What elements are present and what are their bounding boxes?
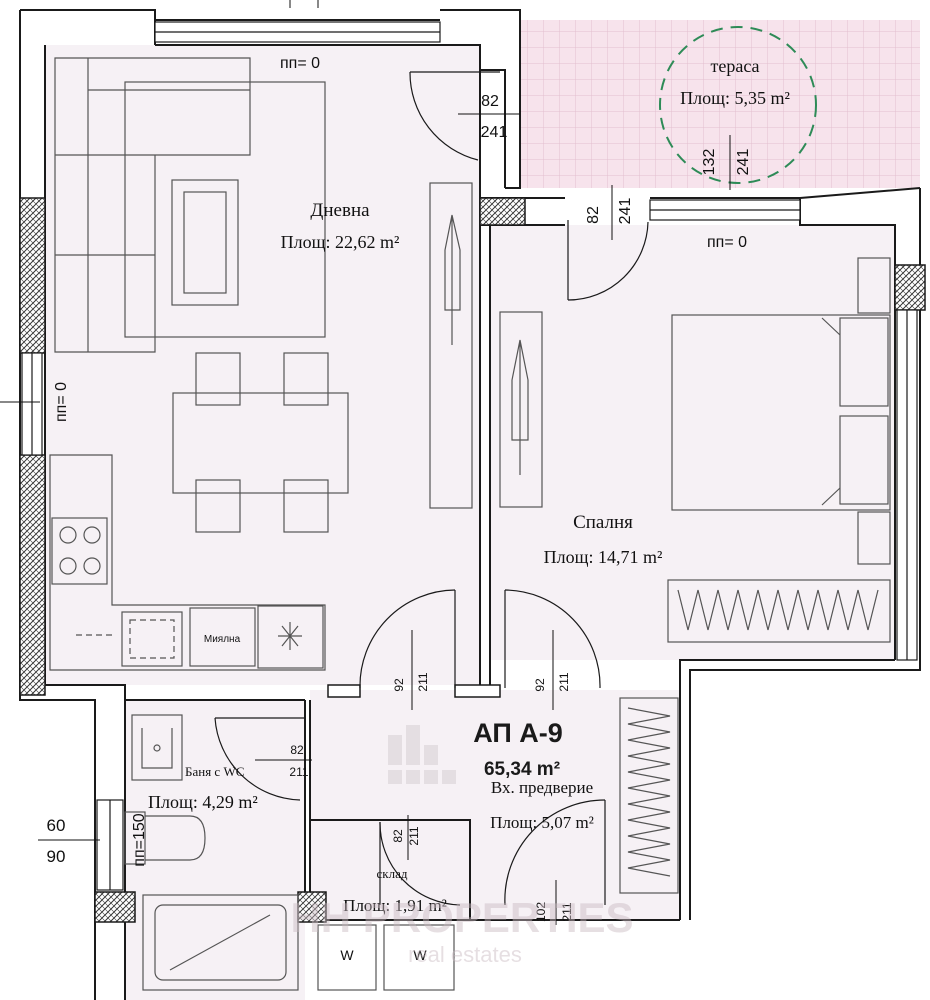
sill-bedroom: пп= 0	[707, 234, 747, 251]
sill-bath: пп=150	[131, 813, 148, 866]
fixture-labels: Миялна W W	[204, 634, 428, 963]
living-room-floor	[45, 45, 480, 685]
bath-window-w: 60	[47, 816, 66, 835]
terrace-name: тераса	[710, 56, 759, 76]
wall-living-bedroom	[479, 225, 491, 685]
door-hall-living-h: 211	[416, 672, 430, 691]
hall-wardrobe	[619, 697, 679, 894]
oven	[121, 611, 183, 667]
chair-2	[283, 352, 329, 406]
wall-storage	[310, 819, 471, 920]
wardrobe-bottom	[667, 579, 891, 643]
terrace-area: Площ: 5,35 m²	[680, 88, 790, 108]
door-bath-h: 211	[289, 765, 308, 779]
door-entry-h: 211	[560, 902, 574, 921]
watermark-brand: HH PROPERTIES	[290, 894, 633, 941]
wall-hall-bottom	[304, 700, 680, 921]
watermark-tagline: real estates	[408, 942, 522, 967]
toilet-tank	[124, 811, 146, 865]
nightstand-top	[857, 257, 891, 314]
door-bath-w: 82	[290, 743, 304, 757]
washer-2-label: W	[413, 947, 427, 963]
storage-name: склад	[377, 866, 408, 881]
sill-left: пп= 0	[53, 382, 70, 422]
sink-label: Миялна	[204, 634, 241, 645]
watermark: HH PROPERTIES real estates	[290, 725, 634, 967]
sill-top: пп= 0	[280, 55, 320, 72]
chair-1	[195, 352, 241, 406]
apartment-title: АП А-9 65,34 m²	[473, 718, 563, 780]
terrace-window-h: 241	[735, 149, 752, 176]
door-terrace-w: 82	[585, 206, 602, 224]
bath-floor	[125, 700, 305, 1000]
washing-machine-1	[317, 924, 377, 991]
chair-3	[195, 479, 241, 533]
door-storage	[379, 821, 461, 906]
apartment-code: АП А-9	[473, 718, 563, 748]
door-hall-bedroom	[504, 589, 601, 689]
toilet-bowl	[145, 815, 206, 861]
washing-machine-2	[383, 924, 455, 991]
dining-table	[172, 392, 349, 494]
wardrobe-left	[499, 311, 543, 508]
bedroom-floor	[490, 225, 895, 660]
storage-area: Площ: 1,91 m²	[343, 896, 447, 915]
hall-floor	[310, 690, 680, 920]
terrace-plant-circle	[659, 26, 817, 184]
living-room-name: Дневна	[310, 200, 370, 221]
living-room-area: Площ: 22,62 m²	[281, 232, 400, 252]
door-storage-w: 82	[391, 829, 405, 843]
bedroom-furniture	[499, 257, 891, 643]
bath-area: Площ: 4,29 m²	[148, 792, 258, 812]
rug	[124, 81, 326, 338]
door-living-terrace	[409, 71, 500, 161]
hall-name: Вх. предверие	[491, 778, 593, 797]
tv-cabinet	[429, 182, 473, 509]
sofa	[54, 57, 251, 353]
door-living-h: 241	[481, 124, 508, 141]
door-hall-living	[359, 589, 456, 689]
door-storage-h: 211	[407, 826, 421, 845]
fridge	[257, 605, 324, 669]
door-entry-w: 102	[534, 902, 548, 922]
apartment-area: 65,34 m²	[484, 759, 560, 780]
watermark-logo	[388, 725, 456, 784]
bathtub	[142, 894, 299, 991]
bath-window-h: 90	[47, 847, 66, 866]
hall-area: Площ: 5,07 m²	[490, 813, 594, 832]
room-labels: Дневна Площ: 22,62 m² тераса Площ: 5,35 …	[148, 56, 790, 915]
door-hall-bedroom-h: 211	[557, 672, 571, 691]
door-hall-bedroom-w: 92	[533, 678, 547, 692]
washbasin	[131, 714, 183, 781]
dimension-labels: пп= 0 пп= 0 пп= 0 пп=150 82 241 82 241 1…	[0, 0, 752, 925]
door-living-w: 82	[481, 93, 499, 110]
door-entry	[504, 799, 606, 906]
other-furniture	[124, 697, 679, 991]
stove	[51, 517, 108, 585]
terrace-window-w: 132	[701, 149, 718, 176]
door-bedroom-terrace	[567, 220, 649, 301]
nightstand-bottom	[857, 511, 891, 565]
windows	[21, 21, 918, 891]
room-floors	[45, 20, 920, 1000]
washer-1-label: W	[340, 947, 354, 963]
kitchen-counter	[49, 454, 326, 671]
bath-name: Баня с WC	[185, 764, 244, 779]
coffee-table	[171, 179, 239, 306]
outer-wall-top	[155, 19, 440, 46]
door-bath	[214, 717, 305, 801]
bed	[671, 314, 891, 511]
chair-4	[283, 479, 329, 533]
sink-unit	[189, 607, 256, 667]
door-hall-living-w: 92	[392, 678, 406, 692]
door-terrace-h: 241	[617, 198, 634, 225]
living-furniture	[49, 57, 473, 671]
bedroom-area: Площ: 14,71 m²	[544, 547, 663, 567]
doors	[214, 71, 649, 906]
terrace-floor	[520, 20, 920, 188]
bedroom-name: Спалня	[573, 512, 633, 533]
